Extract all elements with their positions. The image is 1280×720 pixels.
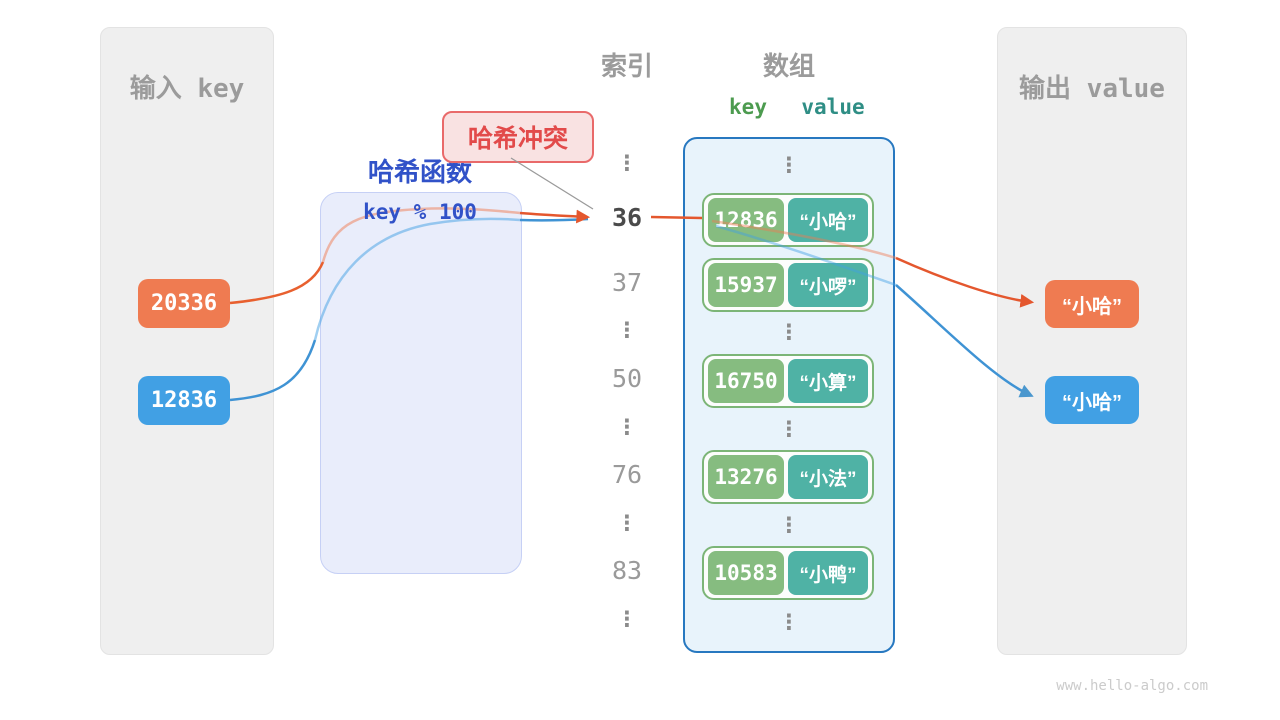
input-panel-title: 输入 key (129, 74, 245, 104)
output-value-orange: “小哈” (1045, 280, 1139, 328)
output-panel-title: 输出 value (1019, 74, 1165, 104)
array-key-header: key (729, 95, 767, 119)
index-37: 37 (611, 268, 643, 297)
array-row-83: 10583 “小鸭” (702, 546, 874, 600)
index-ellipsis: ⋮ (616, 151, 638, 175)
array-row-36: 12836 “小哈” (702, 193, 874, 247)
array-column-title: 数组 (762, 52, 815, 82)
index-ellipsis: ⋮ (616, 318, 638, 342)
array-ellipsis: ⋮ (778, 417, 800, 441)
index-36: 36 (611, 203, 643, 232)
blue-curve-to-index (519, 217, 589, 222)
index-50: 50 (611, 364, 643, 393)
array-ellipsis: ⋮ (778, 320, 800, 344)
array-key-cell: 12836 (708, 198, 784, 242)
array-value-cell: “小啰” (788, 263, 868, 307)
collision-pointer-line (510, 157, 594, 210)
index-ellipsis: ⋮ (616, 511, 638, 535)
array-row-37: 15937 “小啰” (702, 258, 874, 312)
array-container: ⋮ 12836 “小哈” 15937 “小啰” ⋮ 16750 “小算” ⋮ 1… (683, 137, 895, 653)
orange-arrow-to-index-36 (519, 209, 591, 224)
input-key-12836: 12836 (138, 376, 230, 425)
input-key-20336: 20336 (138, 279, 230, 328)
array-ellipsis: ⋮ (778, 153, 800, 177)
array-key-cell: 16750 (708, 359, 784, 403)
array-value-cell: “小算” (788, 359, 868, 403)
output-value-blue: “小哈” (1045, 376, 1139, 424)
index-column-title: 索引 (600, 52, 653, 82)
array-key-cell: 13276 (708, 455, 784, 499)
index-ellipsis: ⋮ (616, 415, 638, 439)
hash-function-formula: key % 100 (363, 200, 477, 224)
watermark: www.hello-algo.com (1056, 678, 1208, 694)
array-value-cell: “小鸭” (788, 551, 868, 595)
array-row-50: 16750 “小算” (702, 354, 874, 408)
array-value-cell: “小哈” (788, 198, 868, 242)
input-panel: 输入 key (100, 27, 274, 655)
array-ellipsis: ⋮ (778, 513, 800, 537)
index-76: 76 (611, 460, 643, 489)
output-panel: 输出 value (997, 27, 1187, 655)
hash-function-box (320, 192, 522, 574)
index-83: 83 (611, 556, 643, 585)
index-ellipsis: ⋮ (616, 607, 638, 631)
array-key-cell: 15937 (708, 263, 784, 307)
array-value-cell: “小法” (788, 455, 868, 499)
array-value-header: value (801, 95, 865, 119)
array-ellipsis: ⋮ (778, 610, 800, 634)
hash-collision-label: 哈希冲突 (442, 111, 594, 163)
array-key-cell: 10583 (708, 551, 784, 595)
array-row-76: 13276 “小法” (702, 450, 874, 504)
